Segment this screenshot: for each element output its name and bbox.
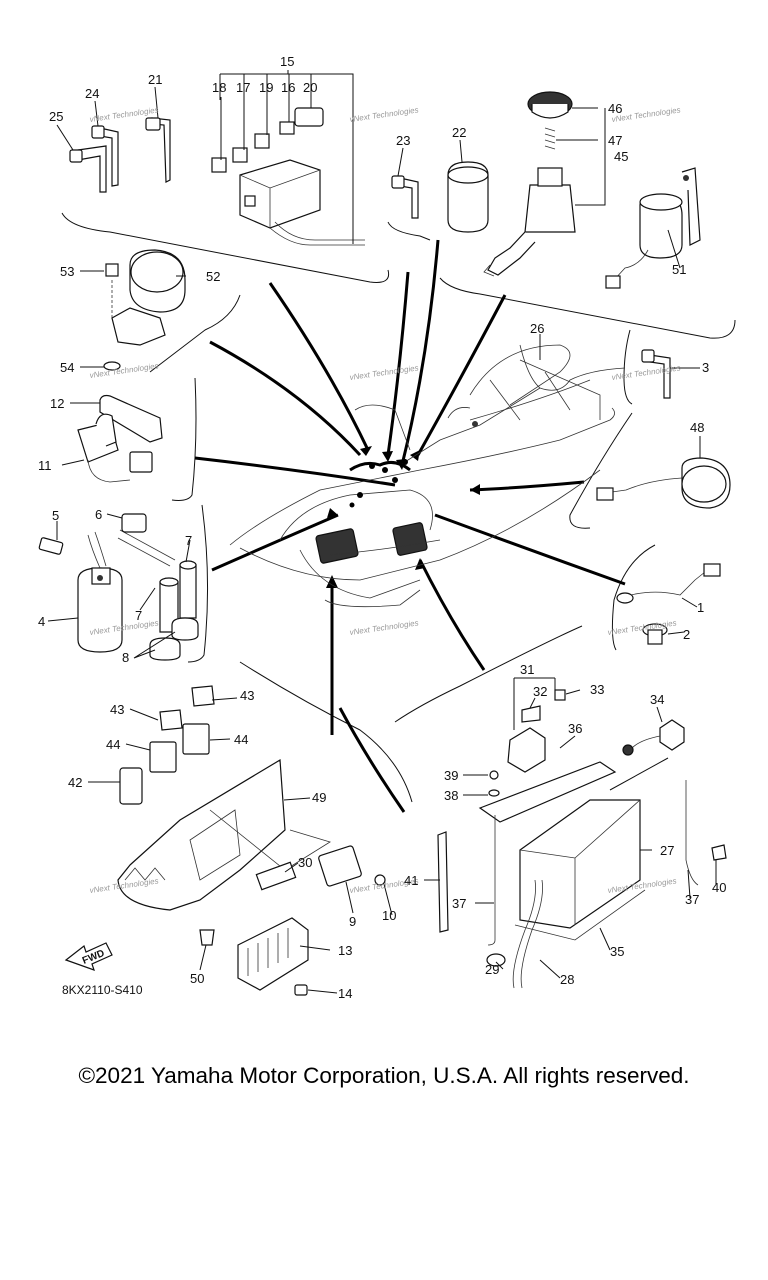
callout: 34	[650, 692, 664, 707]
svg-text:vNext Technologies: vNext Technologies	[607, 618, 677, 637]
callout-numbers: 15 18 17 19 16 20 21 24 25 22 23 46 47 4…	[38, 54, 726, 1001]
callout: 48	[690, 420, 704, 435]
battery-assembly	[437, 689, 727, 989]
callout: 2	[683, 627, 690, 642]
fuse-box-assembly	[211, 107, 365, 246]
callout-leaders	[47, 70, 717, 994]
callout: 16	[281, 80, 295, 95]
callout: 21	[148, 72, 162, 87]
lead-wire-1-switch-2	[616, 563, 721, 645]
callout: 43	[240, 688, 254, 703]
callout: 47	[608, 133, 622, 148]
svg-text:vNext Technologies: vNext Technologies	[349, 363, 419, 382]
callout: 28	[560, 972, 574, 987]
copyright-notice: ©2021 Yamaha Motor Corporation, U.S.A. A…	[78, 1063, 690, 1088]
callout: 14	[338, 986, 352, 1001]
callout: 5	[52, 508, 59, 523]
bracket-clips	[69, 117, 171, 193]
callout: 13	[338, 943, 352, 958]
callout: 44	[234, 732, 248, 747]
relay-bracket-assembly	[117, 685, 386, 911]
snowmobile-outline	[229, 344, 626, 608]
connector-48	[596, 457, 731, 509]
callout: 40	[712, 880, 726, 895]
callout: 41	[404, 873, 418, 888]
callout: 1	[697, 600, 704, 615]
diagram-code: 8KX2110-S410	[62, 983, 143, 997]
svg-text:vNext Technologies: vNext Technologies	[349, 105, 419, 124]
fuel-cap-assembly	[483, 91, 576, 277]
callout: 18	[212, 80, 226, 95]
callout: 49	[312, 790, 326, 805]
relay-22-clip-23	[391, 161, 489, 233]
callout: 12	[50, 396, 64, 411]
clip-3	[641, 349, 671, 399]
callout: 31	[520, 662, 534, 677]
callout: 26	[530, 321, 544, 336]
fwd-arrow-icon: FWD	[64, 942, 113, 971]
callout: 44	[106, 737, 120, 752]
gauge-52	[103, 249, 186, 371]
callout: 17	[236, 80, 250, 95]
callout: 7	[135, 608, 142, 623]
callout: 35	[610, 944, 624, 959]
svg-text:vNext Technologies: vNext Technologies	[89, 361, 159, 380]
callout: 50	[190, 971, 204, 986]
relay-11-bracket-12	[77, 394, 163, 483]
callout: 52	[206, 269, 220, 284]
callout: 51	[672, 262, 686, 277]
callout: 54	[60, 360, 74, 375]
callout: 37	[452, 896, 466, 911]
callout: 7	[185, 533, 192, 548]
callout: 22	[452, 125, 466, 140]
callout: 36	[568, 721, 582, 736]
callout: 42	[68, 775, 82, 790]
callout: 45	[614, 149, 628, 164]
callout: 11	[38, 458, 52, 473]
section-borders	[61, 212, 736, 803]
callout: 39	[444, 768, 458, 783]
rectifier-regulator-13	[199, 917, 309, 996]
callout: 29	[485, 962, 499, 977]
ignition-coil-assembly	[38, 513, 199, 661]
callout: 32	[533, 684, 547, 699]
callout: 25	[49, 109, 63, 124]
callout: 38	[444, 788, 458, 803]
callout: 46	[608, 101, 622, 116]
callout: 43	[110, 702, 124, 717]
callout: 8	[122, 650, 129, 665]
callout: 6	[95, 507, 102, 522]
callout: 3	[702, 360, 709, 375]
callout: 23	[396, 133, 410, 148]
callout: 9	[349, 914, 356, 929]
callout: 30	[298, 855, 312, 870]
callout: 37	[685, 892, 699, 907]
callout: 4	[38, 614, 45, 629]
callout: 20	[303, 80, 317, 95]
callout: 27	[660, 843, 674, 858]
callout: 10	[382, 908, 396, 923]
callout: 19	[259, 80, 273, 95]
svg-text:vNext Technologies: vNext Technologies	[349, 618, 419, 637]
electrical-parts-diagram: FWD	[38, 54, 736, 1001]
callout: 24	[85, 86, 99, 101]
callout: 33	[590, 682, 604, 697]
leader-lines	[194, 239, 626, 813]
svg-text:vNext Technologies: vNext Technologies	[611, 363, 681, 382]
callout: 53	[60, 264, 74, 279]
callout: 15	[280, 54, 294, 69]
